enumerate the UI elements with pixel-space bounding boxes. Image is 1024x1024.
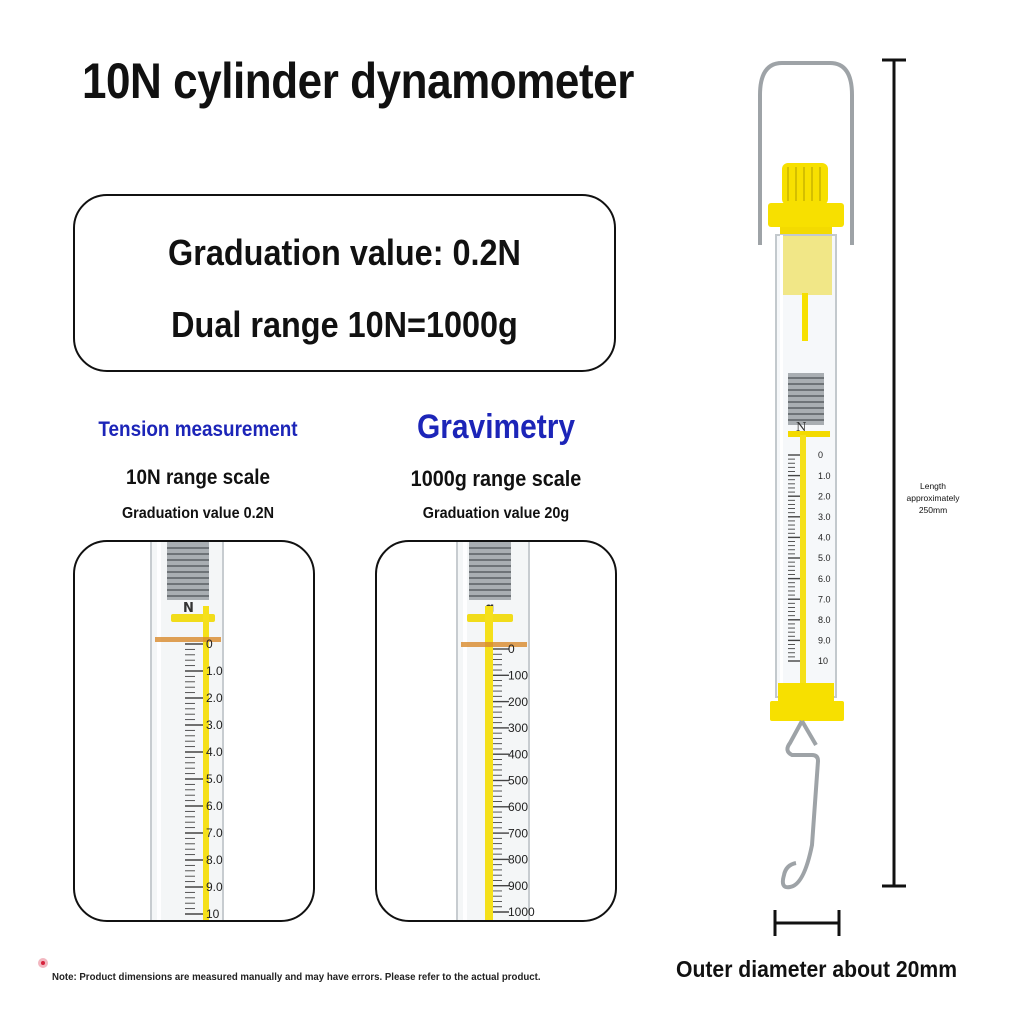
product-scale-labels: 0 1.0 2.0 3.0 4.0 5.0 6.0 7.0 8.0 9.0 10: [818, 450, 831, 666]
scale-label: 9.0: [818, 636, 831, 646]
spec-dual-range: Dual range 10N=1000g: [171, 304, 518, 345]
scale-label: 5.0: [818, 553, 831, 563]
spring-icon: [167, 542, 209, 600]
scale-label: 200: [508, 695, 528, 709]
scale-label: 2.0: [206, 691, 223, 705]
gravimetry-graduation: Graduation value 20g: [422, 505, 570, 522]
scale-label: 400: [508, 747, 528, 761]
indicator-rod: [485, 606, 493, 920]
length-label: Length approximately 250mm: [906, 481, 960, 515]
tension-scale-closeup: N 0 1.0 2.0 3.0 4.0 5.0 6.0 7.0 8.0 9.0 10: [73, 540, 315, 922]
tension-tick-marks: [185, 643, 203, 915]
scale-label: 1.0: [818, 471, 831, 481]
scale-label: 10: [206, 907, 220, 921]
scale-label: 800: [508, 853, 528, 867]
footnote: Note: Product dimensions are measured ma…: [52, 971, 541, 983]
scale-label: 8.0: [206, 853, 223, 867]
page-title: 10N cylinder dynamometer: [82, 53, 634, 109]
scale-label: 500: [508, 774, 528, 788]
scale-label: 10: [818, 656, 828, 666]
scale-label: 1.0: [206, 664, 223, 678]
scale-label: 100: [508, 669, 528, 683]
scale-label: 5.0: [206, 772, 223, 786]
tension-scale-image: N 0 1.0 2.0 3.0 4.0 5.0 6.0 7.0 8.0 9.0 10: [150, 542, 224, 921]
scale-label: 600: [508, 800, 528, 814]
scale-label: 3.0: [818, 512, 831, 522]
spec-graduation: Graduation value: 0.2N: [168, 232, 521, 273]
length-dimension-line: [882, 58, 906, 888]
scale-label: 4.0: [818, 533, 831, 543]
scale-label: 7.0: [206, 826, 223, 840]
indicator-rod: [203, 606, 209, 920]
scale-label: 8.0: [818, 615, 831, 625]
top-hook-loop-icon: [758, 61, 854, 245]
unit-mark: N: [183, 601, 194, 616]
gravimetry-tick-marks: [493, 648, 509, 913]
glass-tube: [150, 542, 224, 920]
tension-graduation: Graduation value 0.2N: [121, 505, 275, 522]
scale-label: 0: [818, 450, 823, 460]
gravimetry-range: 1000g range scale: [410, 466, 582, 491]
scale-label: 300: [508, 721, 528, 735]
product-tick-marks: [788, 454, 800, 662]
tension-scale-labels: 0 1.0 2.0 3.0 4.0 5.0 6.0 7.0 8.0 9.0 10: [206, 637, 223, 921]
scale-label: 6.0: [206, 799, 223, 813]
asterisk-mark-icon: [38, 958, 48, 968]
scale-label: 900: [508, 879, 528, 893]
bottom-hook-icon: [780, 720, 821, 890]
scale-label: 1000: [508, 905, 535, 919]
scale-label: 700: [508, 826, 528, 840]
dynamometer-product-image: N 0 1.0 2.0 3.0 4.0 5.0 6.0 7.0 8.0 9.0 10: [758, 61, 854, 890]
tension-range: 10N range scale: [126, 466, 270, 489]
tension-heading: Tension measurement: [98, 418, 298, 441]
unit-mark: N: [796, 420, 807, 434]
scale-label: 0: [508, 642, 515, 656]
spring-icon: [788, 373, 824, 425]
scale-label: 2.0: [818, 491, 831, 501]
outer-diameter-label: Outer diameter about 20mm: [676, 956, 958, 982]
scale-label: 6.0: [818, 574, 831, 584]
scale-label: 7.0: [818, 594, 831, 604]
gravimetry-heading: Gravimetry: [416, 408, 575, 446]
indicator-rod: [800, 435, 806, 685]
scale-label: 9.0: [206, 880, 223, 894]
scale-label: 4.0: [206, 745, 223, 759]
bottom-cap: [770, 701, 844, 721]
gravimetry-scale-labels: 0 100 200 300 400 500 600 700 800 900 1000: [508, 642, 535, 919]
diameter-dimension-line: [773, 910, 841, 936]
spec-box: [73, 194, 616, 372]
scale-label: 3.0: [206, 718, 223, 732]
spring-icon: [469, 542, 511, 600]
scale-label: 0: [206, 637, 213, 651]
